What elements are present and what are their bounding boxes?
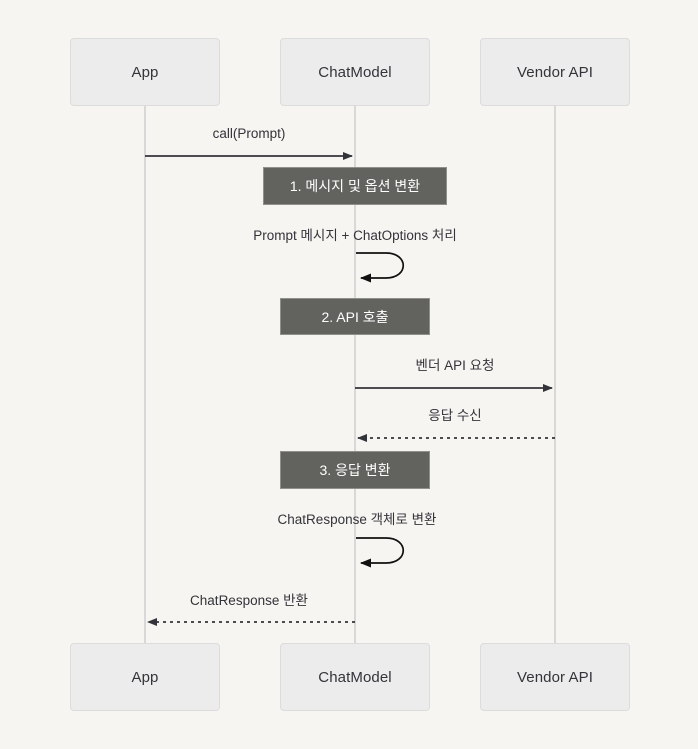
note-label-2: 2. API 호출 <box>321 308 389 325</box>
participant-label-chatmodel-bottom: ChatModel <box>318 668 392 686</box>
note-api-call: 2. API 호출 <box>280 298 430 335</box>
participant-label-vendor-top: Vendor API <box>516 63 594 81</box>
message-label-vendor-request: 벤더 API 요청 <box>415 358 495 373</box>
participant-label-vendor-bottom: Vendor API <box>516 668 594 686</box>
participant-label-app-top: App <box>131 63 159 81</box>
message-label-vendor-response: 응답 수신 <box>428 408 482 423</box>
message-label-chatresponse-return: ChatResponse 반환 <box>190 593 308 608</box>
arrow-self-loop-prompt <box>356 252 404 283</box>
arrow-self-loop-chatresponse <box>356 537 404 568</box>
participant-app-top[interactable]: App <box>70 38 220 106</box>
participant-chatmodel-bottom[interactable]: ChatModel <box>280 643 430 711</box>
participant-app-bottom[interactable]: App <box>70 643 220 711</box>
note-message-option-conversion: 1. 메시지 및 옵션 변환 <box>263 167 447 205</box>
participant-vendor-top[interactable]: Vendor API <box>480 38 630 106</box>
message-label-chatresponse-convert: ChatResponse 객체로 변환 <box>277 512 437 527</box>
message-label-prompt-convert: Prompt 메시지 + ChatOptions 처리 <box>253 228 457 243</box>
participant-chatmodel-top[interactable]: ChatModel <box>280 38 430 106</box>
participant-vendor-bottom[interactable]: Vendor API <box>480 643 630 711</box>
note-label-3: 3. 응답 변환 <box>319 462 391 478</box>
note-response-conversion: 3. 응답 변환 <box>280 451 430 489</box>
message-label-call-prompt: call(Prompt) <box>212 126 286 141</box>
participant-label-app-bottom: App <box>131 668 159 686</box>
message-arrows <box>145 152 555 626</box>
note-label-1: 1. 메시지 및 옵션 변환 <box>289 178 421 194</box>
participant-label-chatmodel-top: ChatModel <box>318 63 392 81</box>
